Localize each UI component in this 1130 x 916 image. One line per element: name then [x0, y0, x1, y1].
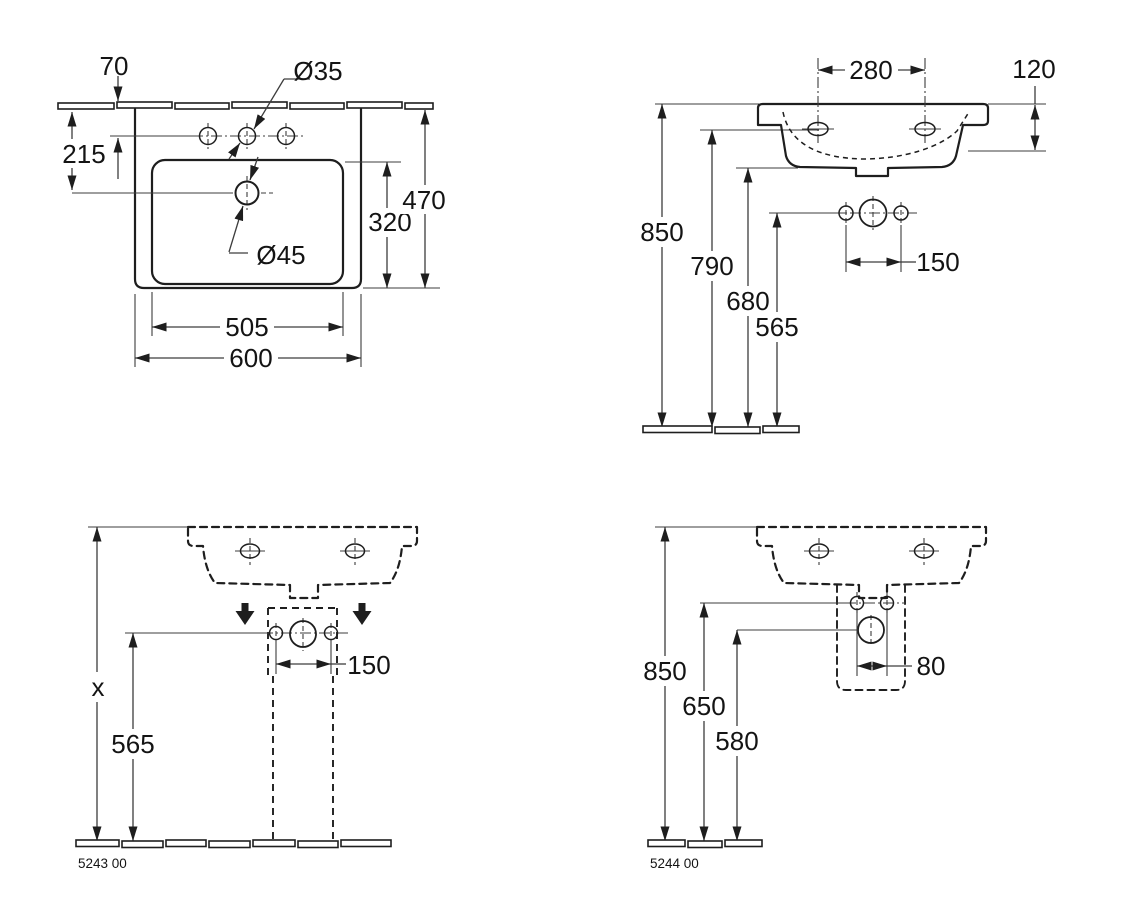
dim-label-fixing-holes-height: 790	[690, 251, 733, 281]
dim-label-upper-fixings-height: 650	[682, 691, 725, 721]
dim-label-basin-bottom-height: 680	[726, 286, 769, 316]
dim-rim-height-half-pedestal: 850	[639, 527, 692, 841]
basin-outline-plan	[133, 107, 363, 290]
dim-rim-height-side: 850	[636, 104, 689, 427]
dim-label-trap-height: 580	[715, 726, 758, 756]
leader-drain-diameter: Ø45	[228, 156, 306, 270]
dim-fixing-holes-height: 790	[686, 130, 739, 427]
bowl-outline-plan	[150, 158, 345, 286]
dim-taps-offset: 70	[100, 51, 129, 179]
wall-fittings-front-pedestal	[125, 618, 348, 651]
drain-hole-plan	[72, 176, 273, 210]
dim-drain-offset: 215	[56, 112, 110, 190]
dim-bowl-width: 505	[151, 292, 344, 342]
tap-holes-front-half-pedestal	[804, 538, 939, 565]
leader-tap-hole-diameter: Ø35	[228, 56, 343, 160]
dim-bowl-depth: 320	[345, 161, 416, 288]
floor-line-side	[642, 425, 800, 435]
dim-wall-fittings-height-side: 565	[751, 213, 804, 427]
dim-trap-height: 580	[711, 630, 764, 841]
side-view: 280 120 150 850	[636, 54, 1056, 435]
wall-section-band	[57, 101, 434, 110]
dim-label-rim-height-side: 850	[640, 217, 683, 247]
install-arrow-icon	[352, 603, 372, 625]
dim-basin-bottom-height: 680	[722, 168, 775, 427]
basin-outline-front-pedestal	[186, 525, 419, 600]
floor-line-pedestal	[75, 839, 392, 849]
dim-wall-fittings-spacing-pedestal: 150	[275, 644, 391, 680]
dim-label-drain-diameter: Ø45	[256, 240, 305, 270]
basin-outline-front-half-pedestal	[755, 525, 988, 600]
dim-label-wall-fittings-spacing-side: 150	[916, 247, 959, 277]
dim-fixings-spacing: 80	[856, 611, 946, 681]
dim-wall-fittings-spacing-side: 150	[845, 225, 960, 277]
install-arrow-icon	[235, 603, 255, 625]
dim-label-taps-offset: 70	[100, 51, 129, 81]
dim-rim-thickness: 120	[1012, 54, 1056, 150]
dim-label-rim-height-half-pedestal: 850	[643, 656, 686, 686]
product-code-half-pedestal: 5244 00	[650, 856, 699, 871]
dim-wall-fittings-height-pedestal: 565	[107, 633, 160, 841]
dim-label-overall-width: 600	[229, 343, 272, 373]
basin-outline-side	[756, 102, 990, 178]
wall-fittings-front-half-pedestal	[700, 592, 905, 646]
tap-holes-front-pedestal	[235, 538, 370, 565]
dim-fixing-holes-spacing: 280	[818, 55, 925, 85]
dim-label-tap-hole-diameter: Ø35	[293, 56, 342, 86]
dim-label-wall-fittings-height-pedestal: 565	[111, 729, 154, 759]
dim-label-drain-offset: 215	[62, 139, 105, 169]
floor-line-half-pedestal	[647, 839, 763, 849]
bowl-contour-side	[782, 111, 970, 160]
dim-label-wall-fittings-spacing-pedestal: 150	[347, 650, 390, 680]
dim-label-overall-depth: 470	[402, 185, 445, 215]
plan-view: 70 215 Ø35 Ø45 320	[56, 51, 451, 373]
dim-label-rim-height-pedestal: x	[92, 672, 105, 702]
front-view-pedestal: 150 x 565 5243 00	[75, 525, 419, 871]
dim-label-fixing-holes-spacing: 280	[849, 55, 892, 85]
pedestal-outline	[267, 607, 338, 843]
product-code-pedestal: 5243 00	[78, 856, 127, 871]
wall-fittings-side	[831, 196, 917, 230]
dim-rim-height-pedestal: x	[83, 527, 113, 841]
dim-overall-width: 600	[134, 294, 362, 373]
dim-label-bowl-width: 505	[225, 312, 268, 342]
dim-label-wall-fittings-height-side: 565	[755, 312, 798, 342]
dim-overall-depth: 470	[363, 110, 451, 289]
dim-upper-fixings-height: 650	[678, 603, 731, 841]
half-pedestal-outline	[836, 584, 906, 691]
front-view-half-pedestal: 80 850 650 580 5244 00	[639, 525, 988, 871]
dim-label-rim-thickness: 120	[1012, 54, 1055, 84]
tap-holes-plan	[198, 123, 296, 149]
dim-label-fixings-spacing: 80	[917, 651, 946, 681]
